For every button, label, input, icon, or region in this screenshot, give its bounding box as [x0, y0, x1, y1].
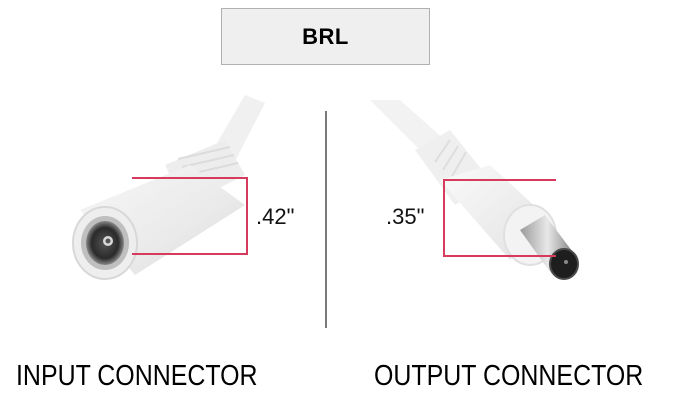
title-box: BRL [221, 8, 430, 65]
panel-divider [325, 111, 327, 328]
output-dimension-bracket [443, 179, 556, 257]
output-connector-image [370, 100, 579, 280]
input-connector-image [72, 95, 265, 280]
input-dimension-bracket [132, 177, 248, 255]
input-connector-caption: INPUT CONNECTOR [16, 360, 258, 392]
input-dimension-label: .42" [256, 204, 295, 229]
output-connector-caption: OUTPUT CONNECTOR [374, 360, 644, 392]
title-label: BRL [302, 23, 349, 49]
output-dimension-label: .35" [386, 204, 425, 229]
